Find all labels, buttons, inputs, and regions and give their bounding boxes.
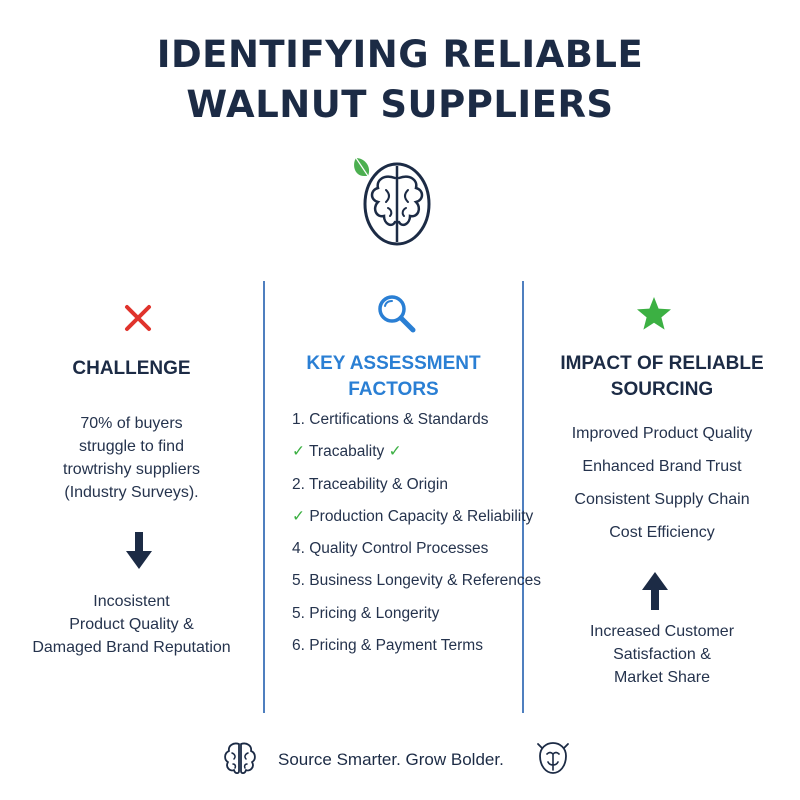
page-title: IDENTIFYING RELIABLE WALNUT SUPPLIERS xyxy=(0,30,800,130)
impact-heading: IMPACT OF RELIABLE SOURCING xyxy=(560,353,764,400)
challenge-heading: CHALLENGE xyxy=(72,358,191,379)
check-icon: ✓ xyxy=(388,443,402,461)
title-line-2: WALNUT SUPPLIERS xyxy=(186,83,614,126)
impact-column: IMPACT OF RELIABLE SOURCING Improved Pro… xyxy=(524,0,800,800)
walnut-icon xyxy=(354,157,431,246)
magnifier-icon xyxy=(378,295,416,333)
factors-heading: KEY ASSESSMENT FACTORS xyxy=(306,353,481,400)
list-item: ✓ Tracabality ✓ xyxy=(292,443,402,461)
list-item: 2. Traceability & Origin xyxy=(292,475,448,493)
factors-column: KEY ASSESSMENT FACTORS 1. Certifications… xyxy=(265,0,541,800)
list-item: 1. Certifications & Standards xyxy=(292,411,489,428)
footer-tagline: Source Smarter. Grow Bolder. xyxy=(278,750,504,769)
list-item: Improved Product Quality xyxy=(571,425,753,442)
list-item: 5. Pricing & Longerity xyxy=(292,604,440,622)
impact-list: Improved Product Quality Enhanced Brand … xyxy=(524,422,800,554)
arrow-up-icon xyxy=(642,572,668,610)
title-line-1: IDENTIFYING RELIABLE xyxy=(156,33,644,76)
list-item: Cost Efficiency xyxy=(609,524,715,541)
star-icon xyxy=(637,297,671,330)
check-icon: ✓ xyxy=(292,443,305,461)
check-icon: ✓ xyxy=(292,507,305,525)
footer: Source Smarter. Grow Bolder. xyxy=(0,738,800,782)
list-item: Consistent Supply Chain xyxy=(574,491,750,508)
column-divider-right xyxy=(522,281,524,713)
list-item: Enhanced Brand Trust xyxy=(582,458,742,475)
walnut-outline-icon xyxy=(537,742,569,774)
x-icon xyxy=(125,305,151,331)
column-divider-left xyxy=(263,281,265,713)
list-item: 6. Pricing & Payment Terms xyxy=(292,637,483,655)
factors-list: 1. Certifications & Standards ✓ Tracabal… xyxy=(292,408,541,666)
challenge-result: Incosistent Product Quality & Damaged Br… xyxy=(32,593,231,656)
impact-result: Increased Customer Satisfaction & Market… xyxy=(589,623,735,686)
challenge-column: CHALLENGE 70% of buyers struggle to find… xyxy=(0,0,263,800)
brain-icon xyxy=(224,742,256,775)
list-item: ✓ Production Capacity & Reliability xyxy=(292,507,534,525)
list-item: 4. Quality Control Processes xyxy=(292,540,489,558)
challenge-stat: 70% of buyers struggle to find trowtrish… xyxy=(63,415,200,501)
list-item: 5. Business Longevity & References xyxy=(292,572,542,590)
arrow-down-icon xyxy=(126,532,152,569)
